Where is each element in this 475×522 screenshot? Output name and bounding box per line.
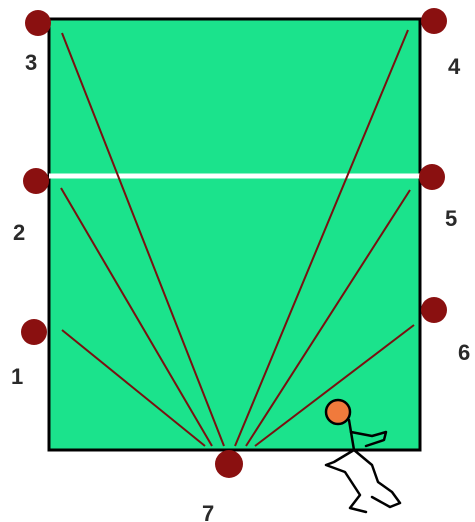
marker-7 [215, 450, 243, 478]
marker-3 [25, 10, 51, 36]
marker-1 [21, 319, 47, 345]
marker-5 [419, 164, 445, 190]
player-leg-right [354, 450, 400, 507]
marker-label-2: 2 [13, 220, 25, 245]
marker-label-7: 7 [202, 501, 214, 522]
player-leg-left [326, 450, 366, 512]
marker-2 [23, 168, 49, 194]
marker-label-1: 1 [11, 364, 23, 389]
player-head [326, 400, 350, 424]
marker-label-3: 3 [25, 50, 37, 75]
marker-label-6: 6 [458, 340, 470, 365]
court [49, 19, 420, 450]
marker-label-4: 4 [448, 54, 461, 79]
marker-4 [421, 8, 447, 34]
marker-label-5: 5 [445, 206, 457, 231]
marker-6 [421, 297, 447, 323]
